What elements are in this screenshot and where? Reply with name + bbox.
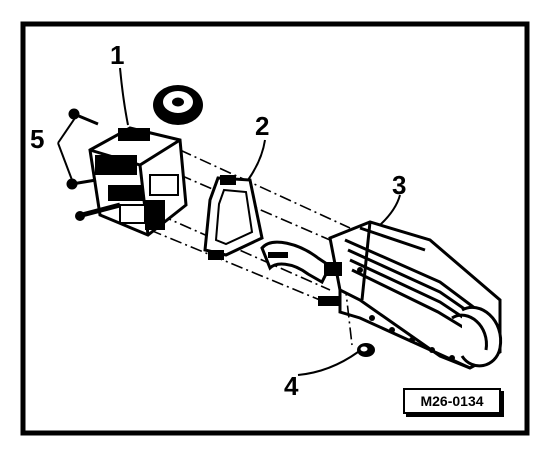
seal-ring: [357, 343, 375, 357]
callout-4: 4: [284, 371, 299, 401]
leader-lines: [57, 67, 401, 376]
bolts: [66, 108, 99, 190]
callout-2: 2: [255, 111, 270, 141]
callout-1: 1: [110, 40, 125, 70]
pump-housing: [75, 85, 203, 237]
gasket: [203, 175, 264, 260]
reference-code-label: M26-0134: [403, 388, 501, 414]
oil-cooler: [260, 220, 503, 370]
callout-3: 3: [392, 170, 407, 200]
pulley-wheel: [153, 85, 203, 125]
callout-5: 5: [30, 124, 45, 154]
diagram-frame: [20, 21, 530, 436]
